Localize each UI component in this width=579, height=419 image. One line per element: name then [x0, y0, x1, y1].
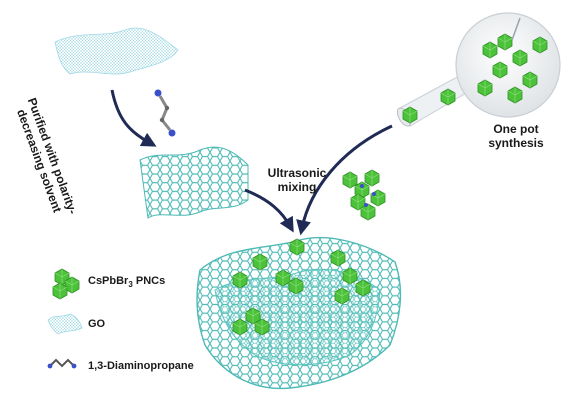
legend-cspbbr3: CsPbBr3 PNCs [88, 275, 165, 289]
go-sheet-purified [139, 146, 249, 219]
flask-icon [396, 12, 561, 127]
crystal-cluster-dap [342, 169, 386, 221]
composite-structure [196, 236, 402, 390]
arrow-mixing [244, 188, 294, 233]
ultrasonic-line1: Ultrasonic [267, 166, 327, 180]
arrow-purify [110, 89, 157, 147]
onepot-line1: One pot [493, 122, 539, 136]
diaminopropane-molecule [154, 89, 176, 137]
legend-cspbbr3-prefix: CsPbBr [88, 275, 129, 287]
ultrasonic-line2: mixing [277, 180, 317, 194]
label-ultrasonic: Ultrasonic mixing [261, 166, 333, 194]
go-sheet-raw [54, 27, 179, 75]
go-sheet-icon [47, 313, 83, 335]
legend-cspbbr3-suffix: PNCs [132, 275, 166, 287]
arrow-onepot [296, 124, 393, 236]
legend-cspbbr3-sub: 3 [128, 280, 133, 290]
cspbbr3-crystal-icon [52, 268, 80, 300]
onepot-line2: synthesis [488, 136, 544, 150]
legend-dap: 1,3-Diaminopropane [88, 360, 194, 372]
legend-go: GO [88, 318, 106, 330]
diaminopropane-icon [47, 358, 77, 369]
label-onepot: One pot synthesis [484, 122, 548, 150]
